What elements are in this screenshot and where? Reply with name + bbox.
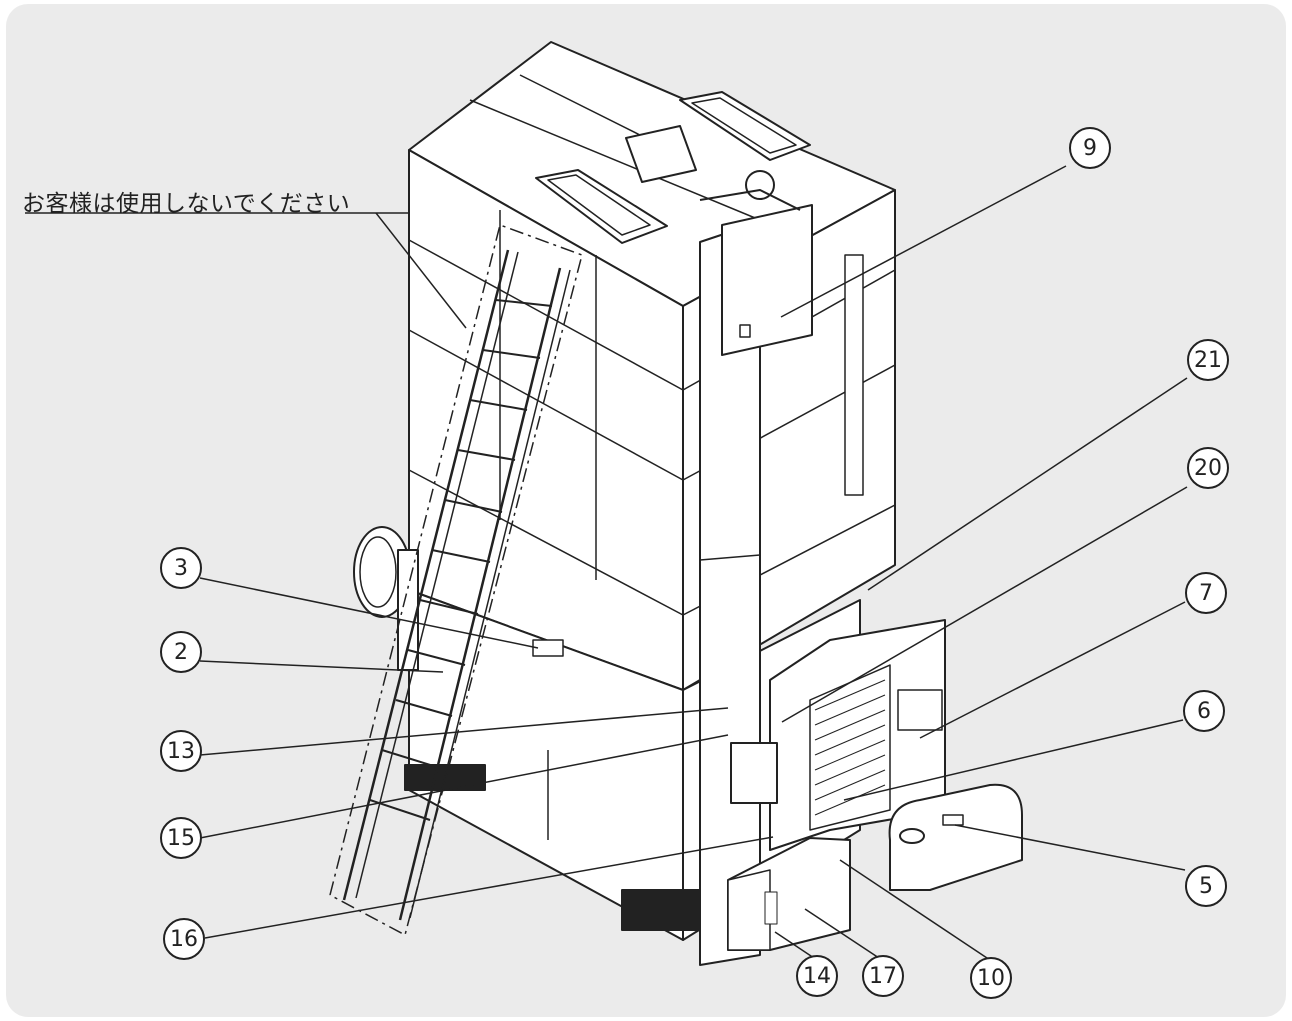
elevator-column — [699, 170, 813, 966]
control-box — [727, 837, 851, 951]
fan-housing — [353, 526, 419, 671]
warning-note: お客様は使用しないでください — [22, 191, 351, 217]
callout-9: 9 — [1069, 127, 1111, 169]
ladder — [329, 224, 583, 936]
callout-2: 2 — [160, 631, 202, 673]
callout-7: 7 — [1185, 572, 1227, 614]
callout-14: 14 — [796, 955, 838, 997]
callout-10: 10 — [970, 957, 1012, 999]
callout-21: 21 — [1187, 339, 1229, 381]
callout-3: 3 — [160, 547, 202, 589]
leader-lines — [25, 165, 1188, 961]
callout-17: 17 — [862, 955, 904, 997]
burner-unit — [730, 619, 946, 851]
fuel-tank — [888, 783, 1023, 891]
callout-6: 6 — [1183, 690, 1225, 732]
callout-16: 16 — [163, 918, 205, 960]
callout-20: 20 — [1187, 447, 1229, 489]
callout-15: 15 — [160, 817, 202, 859]
callout-5: 5 — [1185, 865, 1227, 907]
callout-13: 13 — [160, 730, 202, 772]
